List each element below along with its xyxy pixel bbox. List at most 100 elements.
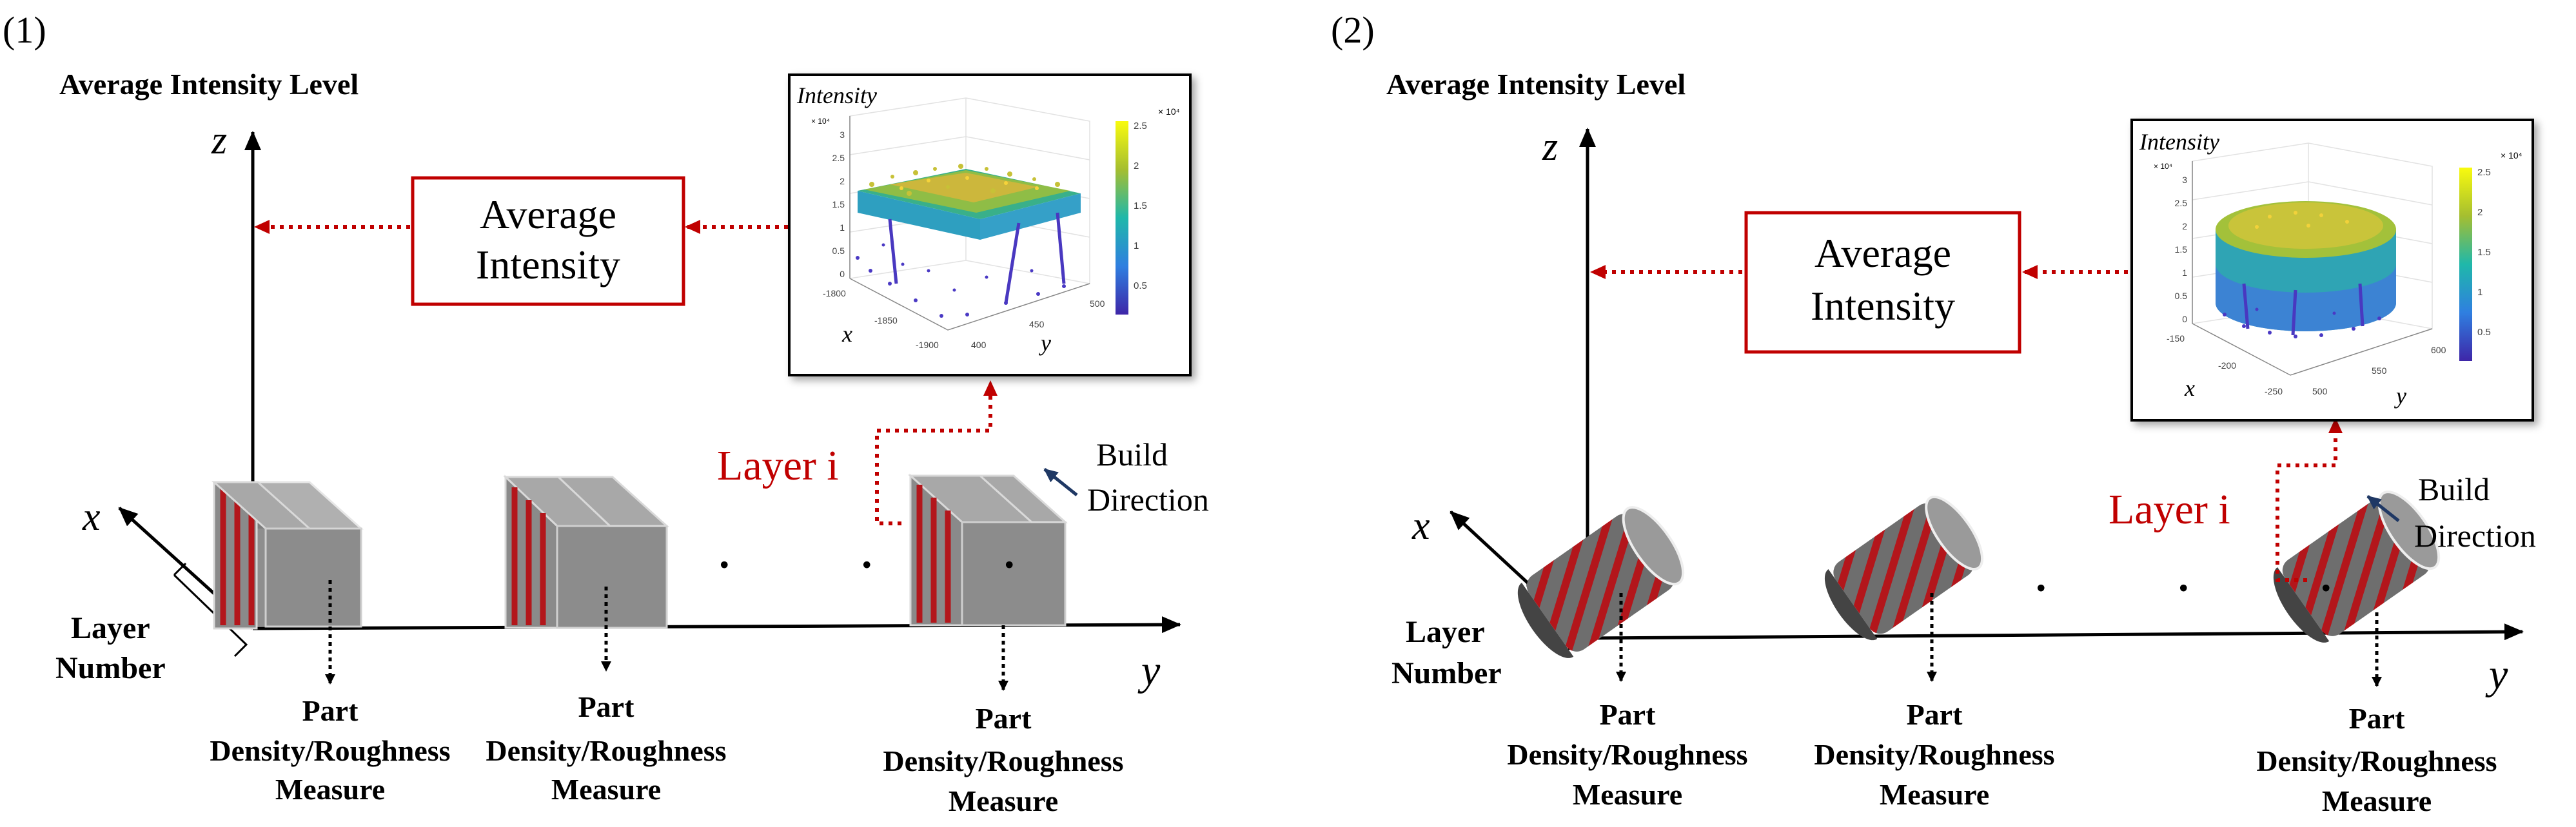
- measure-2-line-1: Part: [578, 690, 635, 723]
- measure-3-line-2: Density/Roughness: [883, 744, 1123, 777]
- z-tick-2: 2: [840, 176, 845, 186]
- y-tick-0: 500: [2312, 386, 2328, 396]
- cube-part-2: [503, 474, 669, 629]
- inset-title: Intensity: [796, 83, 877, 108]
- z-axis-label: z: [1542, 125, 1558, 169]
- average-intensity-box: [1744, 211, 2021, 354]
- inset-title: Intensity: [2139, 129, 2219, 155]
- x-tick-1: -200: [2218, 360, 2236, 371]
- y-tick-2: 500: [1090, 298, 1105, 309]
- inset-scale-exp: × 10⁴: [2501, 150, 2522, 161]
- measure-3-line-3: Measure: [2322, 784, 2432, 817]
- axis-title: Average Intensity Level: [59, 68, 359, 101]
- layer-number-label-2: Number: [55, 651, 166, 685]
- layer-to-plot-arrow: [875, 380, 998, 525]
- measure-3-line-1: Part: [976, 702, 1032, 735]
- ellipsis: . . .: [717, 516, 1074, 580]
- z-tick-1: 2.5: [2175, 198, 2188, 208]
- cbar-tick-2: 1.5: [1134, 200, 1147, 211]
- measure-1-line-1: Part: [302, 694, 359, 727]
- cbar-tick-1: 2: [1134, 161, 1139, 171]
- layer-number-label-1: Layer: [1406, 615, 1485, 649]
- layer-i-label: Layer i: [717, 442, 839, 489]
- cbar-tick-3: 1: [1134, 240, 1139, 251]
- cube-part-1: [211, 481, 364, 630]
- y-axis-label: y: [2485, 651, 2508, 698]
- inset-colorbar: [2459, 168, 2472, 361]
- cbar-tick-0: 2.5: [2477, 167, 2491, 178]
- cube-part-3: [908, 473, 1068, 627]
- measure-3-line-1: Part: [2349, 702, 2406, 735]
- measure-1-line-2: Density/Roughness: [1507, 738, 1747, 771]
- cbar-tick-4: 0.5: [1134, 280, 1147, 291]
- y-tick-0: 400: [971, 340, 987, 350]
- build-direction-arrow: [2366, 495, 2400, 522]
- z-tick-6: 0: [840, 269, 845, 279]
- inset-colorbar: [1116, 121, 1128, 315]
- measure-2-line-3: Measure: [551, 773, 661, 806]
- build-direction-label-2: Direction: [1087, 482, 1209, 518]
- inset-y-label: y: [2394, 383, 2406, 409]
- x-axis-label: x: [1411, 504, 1430, 548]
- z-tick-0: 3: [2182, 175, 2187, 185]
- intensity-inset-1: Intensity × 10⁴ × 10⁴: [788, 73, 1192, 376]
- measure-2-line-2: Density/Roughness: [1814, 738, 2054, 771]
- measure-1-line-2: Density/Roughness: [210, 734, 450, 767]
- x-tick-2: -250: [2265, 386, 2283, 396]
- measure-1-line-3: Measure: [275, 773, 385, 806]
- inset-z-scale-exp: × 10⁴: [811, 117, 830, 126]
- cbar-tick-0: 2.5: [1134, 121, 1147, 131]
- cbar-tick-1: 2: [2477, 207, 2483, 218]
- inset-scale-exp: × 10⁴: [1158, 106, 1180, 117]
- average-intensity-line-1: Average: [1814, 230, 1951, 276]
- measure-3-line-3: Measure: [949, 784, 1058, 817]
- measure-3-line-2: Density/Roughness: [2256, 744, 2497, 777]
- layer-i-label: Layer i: [2109, 486, 2230, 533]
- build-direction-label-1: Build: [1096, 436, 1168, 472]
- measure-2-line-3: Measure: [1880, 778, 1989, 811]
- z-tick-4: 1: [2182, 268, 2187, 278]
- ellipsis: . . .: [2034, 540, 2390, 603]
- average-intensity-box: [411, 176, 685, 306]
- x-tick-0: -150: [2167, 333, 2185, 344]
- average-intensity-line-1: Average: [480, 191, 616, 237]
- cylinder-part-2: [1824, 495, 1984, 641]
- average-intensity-line-2: Intensity: [476, 242, 620, 287]
- layer-number-label-2: Number: [1391, 656, 1502, 690]
- inset-x-label: x: [841, 321, 852, 347]
- measure-1-line-3: Measure: [1573, 778, 1682, 811]
- cbar-tick-4: 0.5: [2477, 327, 2491, 338]
- intensity-inset-2: Intensity × 10⁴ × 10⁴: [2130, 119, 2534, 422]
- inset-y-label: y: [1039, 330, 1051, 356]
- z-tick-4: 1: [840, 222, 845, 233]
- cbar-tick-2: 1.5: [2477, 247, 2491, 258]
- z-tick-3: 1.5: [832, 199, 845, 209]
- average-intensity-line-2: Intensity: [1811, 283, 1955, 329]
- cbar-tick-3: 1: [2477, 287, 2483, 298]
- layer-to-plot-arrow: [2276, 418, 2343, 582]
- inset-z-scale-exp: × 10⁴: [2154, 162, 2172, 171]
- x-tick-2: -1900: [916, 340, 939, 350]
- z-tick-5: 0.5: [2175, 291, 2188, 301]
- build-direction-label-2: Direction: [2414, 518, 2536, 554]
- cylinder-part-3: [2273, 491, 2441, 643]
- z-tick-6: 0: [2182, 314, 2187, 324]
- panel-1: (1) Average Intensity Level z y x Layer …: [3, 9, 1209, 817]
- panel-2: (2) Average Intensity Level z y x Layer …: [1331, 9, 2536, 817]
- y-axis-label: y: [1137, 647, 1161, 694]
- inset-x-label: x: [2184, 375, 2195, 401]
- measure-1-line-1: Part: [1600, 698, 1657, 731]
- z-axis-label: z: [211, 119, 227, 162]
- layer-number-bracket: [173, 562, 248, 657]
- build-direction-label-1: Build: [2418, 471, 2490, 507]
- measure-2-line-1: Part: [1907, 698, 1963, 731]
- z-tick-5: 0.5: [832, 246, 845, 256]
- z-tick-0: 3: [840, 130, 845, 140]
- y-axis: [1587, 623, 2524, 641]
- z-tick-3: 1.5: [2175, 244, 2188, 255]
- cylinder-part-1: [1517, 506, 1685, 658]
- x-axis-label: x: [82, 495, 101, 539]
- axis-title: Average Intensity Level: [1386, 68, 1686, 101]
- z-tick-2: 2: [2182, 221, 2187, 231]
